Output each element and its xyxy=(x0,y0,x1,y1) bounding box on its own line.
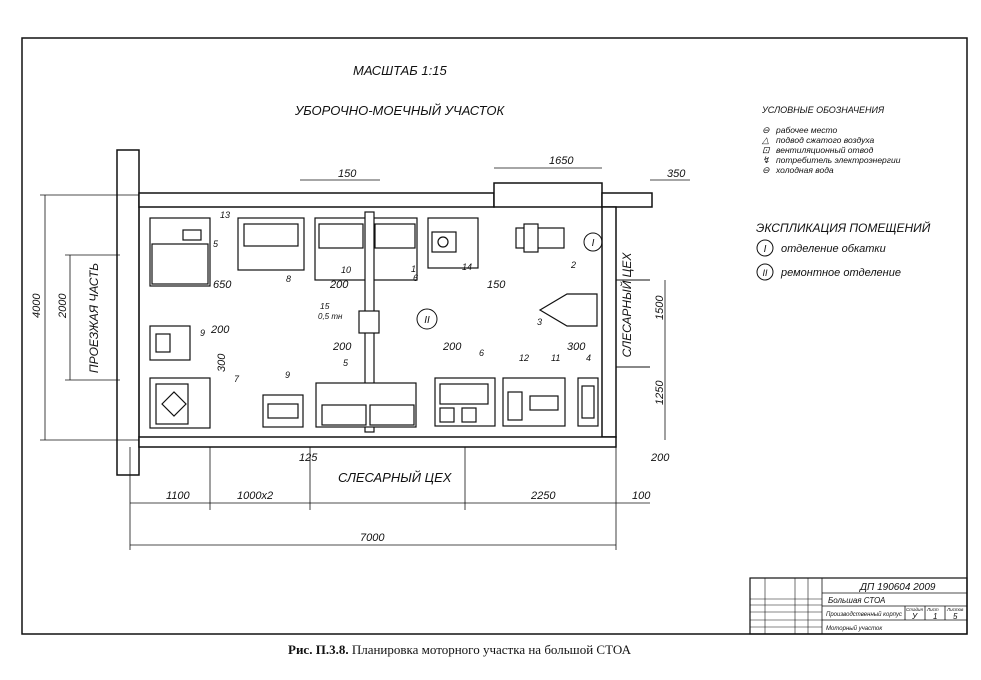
top-area-label: УБОРОЧНО-МОЕЧНЫЙ УЧАСТОК xyxy=(294,102,505,118)
svg-text:13: 13 xyxy=(220,210,230,220)
svg-text:650: 650 xyxy=(213,279,232,291)
svg-text:1: 1 xyxy=(411,264,416,274)
svg-text:15: 15 xyxy=(320,301,330,311)
room-label: ремонтное отделение xyxy=(780,267,901,279)
legend-item-label: подвод сжатого воздуха xyxy=(776,135,875,145)
svg-text:11: 11 xyxy=(551,353,560,363)
svg-text:4000: 4000 xyxy=(31,293,43,318)
building-name: Производственный корпус xyxy=(826,611,902,618)
svg-text:200: 200 xyxy=(210,324,230,336)
room-II-label: II xyxy=(424,315,430,326)
bottom-area-label: СЛЕСАРНЫЙ ЦЕХ xyxy=(338,469,453,485)
svg-text:2000: 2000 xyxy=(57,293,69,319)
svg-text:3: 3 xyxy=(537,317,542,327)
right-area-label: СЛЕСАРНЫЙ ЦЕХ xyxy=(618,252,634,358)
room-II-marker xyxy=(416,308,438,330)
left-area-label: ПРОЕЗЖАЯ ЧАСТЬ xyxy=(87,263,101,373)
svg-text:150: 150 xyxy=(338,168,357,180)
room-label: отделение обкатки xyxy=(781,243,886,255)
svg-text:200: 200 xyxy=(442,341,462,353)
svg-text:10: 10 xyxy=(341,265,351,275)
legend-item-label: холодная вода xyxy=(775,165,834,175)
explication-title: ЭКСПЛИКАЦИЯ ПОМЕЩЕНИЙ xyxy=(756,219,931,235)
legend-title: УСЛОВНЫЕ ОБОЗНАЧЕНИЯ xyxy=(761,105,885,115)
svg-text:200: 200 xyxy=(329,279,349,291)
svg-text:У: У xyxy=(911,612,918,621)
figure-caption: Рис. П.3.8. Планировка моторного участка… xyxy=(288,642,631,658)
air-supply-icon: △ xyxy=(761,135,769,145)
svg-text:0,5 тн: 0,5 тн xyxy=(318,312,343,321)
room-numeral: I xyxy=(764,244,767,255)
equipment xyxy=(149,211,599,433)
svg-text:7: 7 xyxy=(234,374,240,384)
svg-text:2: 2 xyxy=(570,260,576,270)
svg-text:125: 125 xyxy=(299,452,318,464)
svg-text:200: 200 xyxy=(650,452,670,464)
svg-text:1250: 1250 xyxy=(654,380,666,405)
svg-text:5: 5 xyxy=(953,612,958,621)
svg-text:7000: 7000 xyxy=(360,532,385,544)
figure-title: Планировка моторного участка на большой … xyxy=(351,642,631,657)
scale-label: МАСШТАБ 1:15 xyxy=(353,63,447,78)
power-consumer-icon: ↯ xyxy=(762,155,770,165)
dimension-labels: 1650 350 150 650 200 150 15 0,5 тн 200 3… xyxy=(31,155,686,544)
svg-text:1650: 1650 xyxy=(549,155,574,167)
svg-text:200: 200 xyxy=(332,341,352,353)
sheet-name: Моторный участок xyxy=(826,625,883,632)
dimension-lines xyxy=(40,167,690,550)
legend-item-label: рабочее место xyxy=(775,125,837,135)
legend-item-label: вентиляционный отвод xyxy=(776,145,874,155)
svg-text:300: 300 xyxy=(216,353,228,372)
drawing-code: ДП 190604 2009 xyxy=(859,582,936,593)
svg-text:4: 4 xyxy=(586,353,591,363)
room-numeral: II xyxy=(762,268,768,278)
legend-item-label: потребитель электроэнергии xyxy=(776,155,901,165)
svg-text:14: 14 xyxy=(462,262,472,272)
svg-text:Листов: Листов xyxy=(946,607,964,612)
svg-text:1500: 1500 xyxy=(654,295,666,320)
room-I-label: I xyxy=(592,238,595,249)
svg-text:350: 350 xyxy=(667,168,686,180)
svg-text:5: 5 xyxy=(213,239,219,249)
svg-text:1: 1 xyxy=(933,612,937,621)
figure-label: Рис. П.3.8. xyxy=(288,642,349,657)
svg-text:1000x2: 1000x2 xyxy=(237,490,273,502)
svg-text:12: 12 xyxy=(519,353,529,363)
room-explication: ЭКСПЛИКАЦИЯ ПОМЕЩЕНИЙ I отделение обкатк… xyxy=(756,219,931,281)
svg-text:150: 150 xyxy=(487,279,506,291)
svg-text:9: 9 xyxy=(200,328,205,338)
walls xyxy=(116,149,653,476)
svg-text:6: 6 xyxy=(479,348,484,358)
svg-text:1100: 1100 xyxy=(166,490,191,502)
svg-text:300: 300 xyxy=(567,341,586,353)
room-I-marker xyxy=(583,232,603,252)
svg-text:5: 5 xyxy=(343,358,349,368)
svg-text:Лист: Лист xyxy=(926,607,939,612)
project-name: Большая СТОА xyxy=(828,596,885,605)
vent-outlet-icon: ⊡ xyxy=(762,145,771,155)
equipment-numbers: 13 5 8 10 1 6 14 2 3 9 7 9 5 6 12 11 4 xyxy=(200,210,591,384)
svg-text:2250: 2250 xyxy=(530,490,556,502)
svg-text:9: 9 xyxy=(285,370,290,380)
title-block: ДП 190604 2009 Большая СТОА Производстве… xyxy=(749,577,968,635)
svg-text:6: 6 xyxy=(413,273,418,283)
workplace-icon: ⊖ xyxy=(762,125,770,135)
legend: УСЛОВНЫЕ ОБОЗНАЧЕНИЯ ⊖ рабочее место △ п… xyxy=(761,105,901,175)
svg-text:Стадия: Стадия xyxy=(906,607,923,612)
cold-water-icon: ⊖ xyxy=(762,165,770,175)
svg-text:8: 8 xyxy=(286,274,291,284)
svg-text:100: 100 xyxy=(632,490,651,502)
sheet-frame xyxy=(21,37,968,635)
